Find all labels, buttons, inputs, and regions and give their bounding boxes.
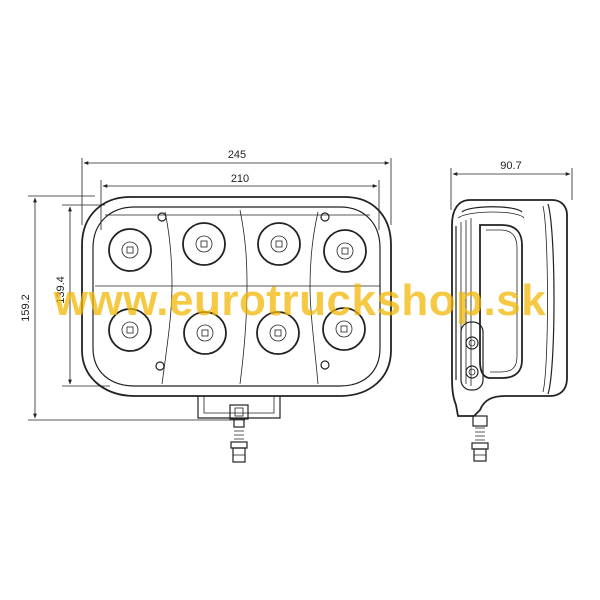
led-5: [108, 308, 152, 352]
side-housing-outline: [451, 199, 568, 417]
led-3: [257, 222, 301, 266]
front-mount-bolt: [229, 404, 249, 463]
side-pivot-plate: [460, 321, 484, 391]
front-lens-outline: [92, 206, 381, 387]
dimension-depth: 90.7: [450, 160, 573, 210]
side-view: [451, 199, 568, 462]
dimension-label-lens-width: 210: [231, 173, 249, 185]
led-8: [322, 307, 366, 351]
watermark-text: www.eurotruckshop.sk: [53, 276, 547, 325]
led-6: [183, 311, 227, 355]
led-4: [323, 229, 367, 273]
dimension-label-lens-height: 139.4: [55, 276, 67, 304]
side-bracket-arm: [479, 224, 523, 379]
side-cooling-fins: [455, 206, 525, 386]
dimension-overall-height: 159.2: [20, 195, 245, 421]
reflector-separators: [95, 209, 380, 385]
screw-bottom-left: [155, 361, 165, 371]
screw-top-right: [320, 212, 330, 222]
front-view: [81, 196, 392, 463]
front-mount-bracket: [197, 396, 281, 419]
dimension-label-depth: 90.7: [500, 160, 521, 172]
led-2: [182, 222, 226, 266]
dimension-label-overall-height: 159.2: [20, 294, 32, 322]
dimension-lens-width: 210: [100, 173, 380, 230]
led-1: [108, 228, 152, 272]
front-housing-outline: [81, 196, 392, 397]
screw-top-left: [157, 212, 167, 222]
screw-bottom-right: [320, 360, 330, 370]
side-mount-bolt: [471, 415, 489, 462]
dimension-label-overall-width: 245: [228, 149, 246, 161]
led-7: [256, 311, 300, 355]
dimension-overall-width: 245: [81, 149, 392, 225]
side-lens-face: [547, 203, 555, 395]
